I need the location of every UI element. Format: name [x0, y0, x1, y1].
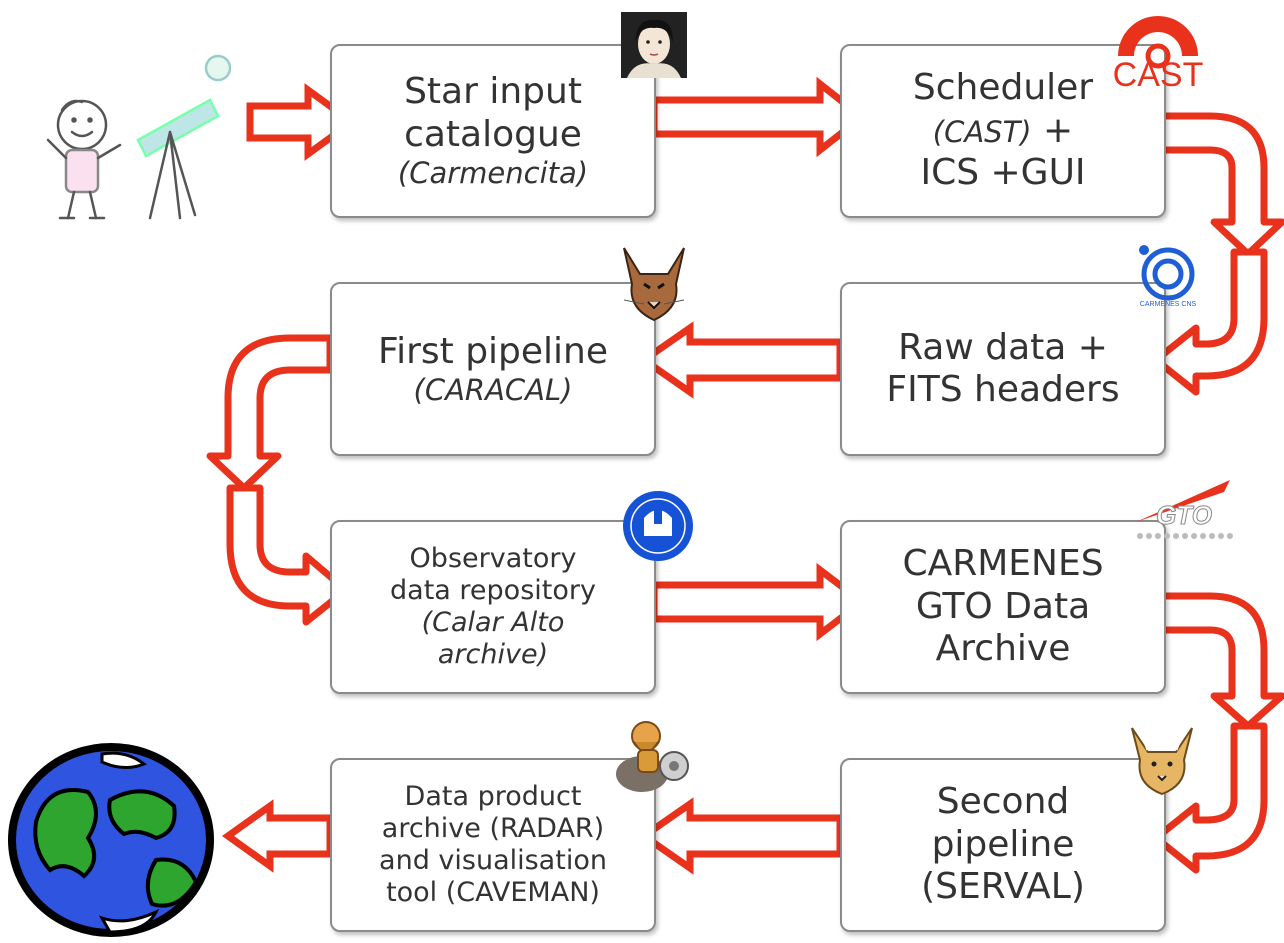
portrait-icon	[621, 12, 687, 78]
arrow-observatory-to-gto	[650, 562, 868, 642]
gto-archive-line1: CARMENES	[902, 543, 1104, 585]
first-pipeline-line2: (CARACAL)	[413, 373, 573, 408]
second-pipeline-line2: pipeline	[931, 823, 1075, 865]
carmenes-logo-icon: CARMENES CNS	[1139, 245, 1197, 308]
scheduler-line3: ICS +GUI	[920, 152, 1086, 194]
star-input-line2: catalogue	[404, 113, 582, 155]
gto-archive-box: CARMENES GTO Data Archive	[840, 520, 1166, 694]
arrow-first-to-observatory-2	[226, 484, 350, 626]
observatory-line3: (Calar Alto	[421, 607, 565, 638]
cast-logo-text: CAST	[1113, 56, 1204, 92]
arrow-second-to-data-product	[637, 797, 844, 875]
observatory-box: Observatory data repository (Calar Alto …	[330, 520, 656, 694]
second-pipeline-box: Second pipeline (SERVAL)	[840, 758, 1166, 932]
serval-icon	[1131, 727, 1193, 796]
scheduler-plus: +	[1031, 109, 1074, 151]
data-product-line1: Data product	[404, 781, 582, 813]
arrow-data-product-to-earth	[221, 799, 334, 873]
earth-globe-icon	[8, 743, 214, 937]
gto-logo-icon: GTO	[1136, 480, 1233, 539]
observatory-line4: archive)	[437, 638, 549, 670]
raw-data-line2: FITS headers	[886, 369, 1120, 410]
observatory-line1: Observatory	[409, 543, 577, 575]
raw-data-box: Raw data + FITS headers	[840, 282, 1166, 456]
arrow-scheduler-to-raw-2	[1152, 248, 1268, 396]
first-pipeline-line1: First pipeline	[377, 330, 609, 372]
arrow-gto-to-second-2	[1152, 722, 1268, 874]
caracal-icon	[623, 247, 685, 322]
data-product-line3: and visualisation	[379, 845, 607, 876]
gto-logo-text: GTO	[1156, 500, 1212, 530]
data-product-line4: tool (CAVEMAN)	[386, 876, 600, 908]
kid-with-telescope-icon	[46, 54, 232, 220]
arrow-first-to-observatory	[206, 334, 334, 492]
data-product-box: Data product archive (RADAR) and visuali…	[330, 758, 656, 932]
star-input-line3: (Carmencita)	[397, 156, 589, 191]
scheduler-cast-label: (CAST)	[932, 114, 1032, 149]
star-input-line1: Star input	[404, 71, 582, 113]
gto-archive-line3: Archive	[935, 628, 1071, 670]
arrow-raw-to-first-pipeline	[637, 321, 844, 399]
arrow-gto-to-second	[1158, 592, 1284, 730]
gto-archive-line2: GTO Data	[915, 585, 1091, 627]
data-product-line2: archive (RADAR)	[381, 813, 605, 845]
caveman-icon	[616, 721, 689, 792]
arrow-scheduler-to-raw	[1158, 112, 1284, 258]
observatory-line2: data repository	[390, 575, 596, 607]
scheduler-line1: Scheduler	[912, 67, 1094, 109]
first-pipeline-box: First pipeline (CARACAL)	[330, 282, 656, 456]
calar-alto-logo-icon	[623, 491, 693, 561]
raw-data-line1: Raw data +	[898, 326, 1108, 368]
scheduler-box: Scheduler (CAST) + ICS +GUI	[840, 44, 1166, 218]
star-input-catalogue-box: Star input catalogue (Carmencita)	[330, 44, 656, 218]
second-pipeline-line3: (SERVAL)	[921, 866, 1085, 908]
arrow-catalogue-to-scheduler	[650, 76, 868, 158]
cast-logo-icon: CAST	[1113, 16, 1204, 92]
carmenes-logo-text: CARMENES CNS	[1140, 301, 1197, 308]
scheduler-line2: (CAST) +	[933, 110, 1073, 152]
second-pipeline-line1: Second	[936, 781, 1070, 823]
